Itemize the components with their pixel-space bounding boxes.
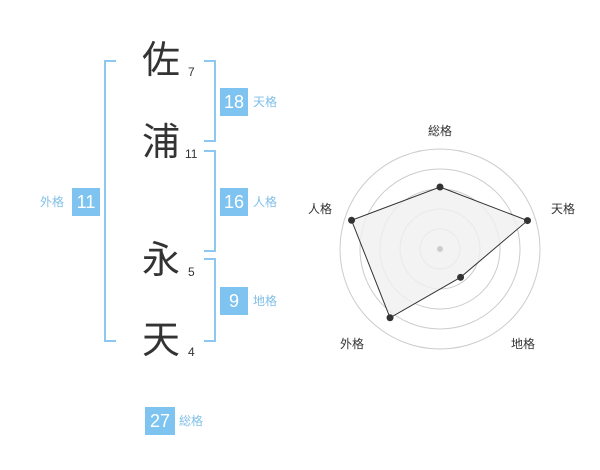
gaikaku-badge: 11: [72, 188, 100, 216]
radar-axis-label-jinkaku: 人格: [308, 202, 333, 216]
name-char-2: 浦: [142, 120, 181, 164]
name-char-4: 天: [142, 318, 181, 362]
chikaku-label: 地格: [253, 294, 278, 308]
radar-axis-label-chikaku: 地格: [511, 337, 536, 351]
chikaku-badge: 9: [220, 287, 248, 315]
radar-data-point: [386, 314, 394, 322]
tenkaku-label: 天格: [253, 95, 278, 109]
chikaku-bracket: [204, 258, 216, 342]
name-char-1: 佐: [142, 38, 181, 82]
radar-axis-label-tenkaku: 天格: [551, 202, 576, 216]
radar-data-point: [348, 216, 356, 224]
jinkaku-badge: 16: [220, 188, 248, 216]
soukaku-label: 総格: [179, 414, 204, 428]
stroke-count-2: 11: [185, 147, 198, 161]
stroke-count-3: 5: [188, 265, 195, 279]
radar-ring: [359, 168, 521, 330]
radar-data-polygon: [350, 186, 529, 319]
jinkaku-bracket: [204, 150, 216, 252]
radar-data-point: [523, 217, 531, 225]
radar-data-point: [436, 183, 444, 191]
radar-axis-label-gaikaku: 外格: [340, 337, 365, 351]
radar-axis-label-soukaku: 総格: [428, 124, 453, 138]
radar-ring: [339, 148, 541, 350]
tenkaku-bracket: [204, 60, 216, 142]
stroke-count-1: 7: [188, 65, 195, 79]
stroke-count-4: 4: [188, 345, 195, 359]
gaikaku-bracket: [104, 60, 116, 342]
radar-data-point: [457, 273, 465, 281]
radar-data-points: [348, 183, 531, 322]
gaikaku-label: 外格: [40, 195, 65, 209]
soukaku-badge: 27: [145, 407, 175, 435]
tenkaku-badge: 18: [220, 88, 248, 116]
name-char-3: 永: [142, 238, 181, 282]
jinkaku-label: 人格: [253, 195, 278, 209]
radar-center-dot: [437, 246, 443, 252]
